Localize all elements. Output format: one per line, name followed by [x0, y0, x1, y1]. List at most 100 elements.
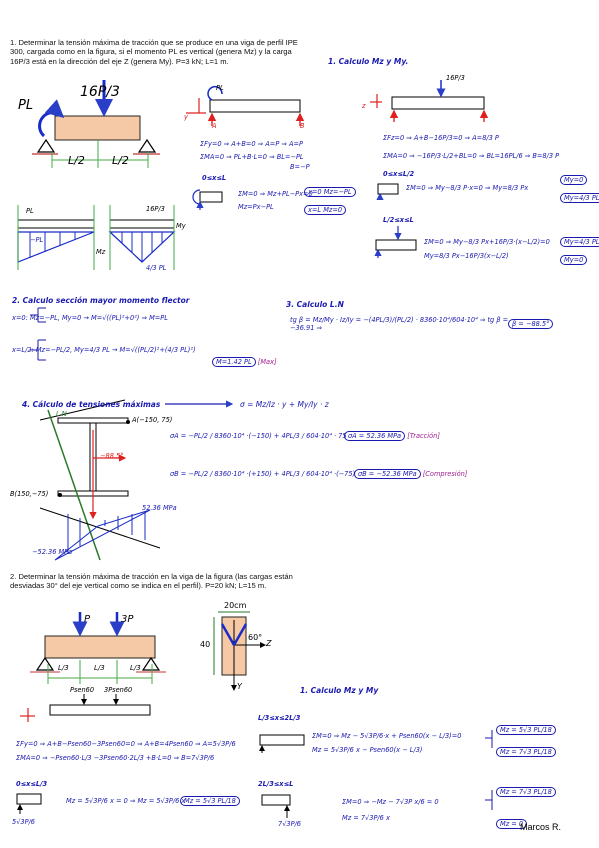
- p1-right-cut1: ΣM=0 ⇒ My−8/3 P·x=0 ⇒ My=8/3 Px: [406, 184, 529, 192]
- p2-eq-0: ΣFy=0 ⇒ A+B−Psen60−3Psen60=0 ⇒ A+B=4Psen…: [16, 740, 236, 748]
- p1-sigma-b-eq: σB = −PL/2 / 8360·10⁴ ·(+150) + 4PL/3 / …: [170, 470, 356, 478]
- p2-section-width: 20cm: [224, 601, 247, 610]
- p1-section-stress: [39, 399, 161, 561]
- p1-step4-general: σ = Mz/Iz · y + My/Iy · z: [240, 400, 329, 409]
- p2-res2-0: Mz = 5√3 PL/18: [496, 725, 556, 735]
- p2-cut3-1: Mz = 7√3P/6 x: [342, 814, 390, 822]
- p2-cut1: Mz = 5√3P/6 x = 0 ⇒ Mz = 5√3P/6 x: [66, 797, 186, 805]
- p2-span-0: L/3: [58, 664, 69, 672]
- p1-left-result-1: x=L Mz=0: [304, 205, 347, 215]
- p1-diagram-mz: [17, 205, 95, 270]
- p1-cut-right2: [374, 226, 417, 258]
- p2-axis-y: Y: [237, 682, 242, 691]
- p2-beam-figure: [30, 612, 166, 684]
- p1-step3-result: β = −88.5°: [508, 319, 554, 329]
- p1-right-cut2-1: My=8/3 Px−16P/3(x−L/2): [424, 252, 509, 260]
- p1-point-b: B(150,−75): [10, 490, 49, 498]
- p1-left-beam: [186, 85, 305, 126]
- p1-right-load: 16P/3: [446, 74, 465, 82]
- p1-sigma-a-result: σA = 52.36 MPa [Tracción]: [344, 431, 440, 441]
- p2-cut-sketches: [16, 730, 493, 818]
- p1-diag-left-label-0: PL: [26, 207, 34, 215]
- p1-step3-title: 3. Calculo L.N: [286, 300, 344, 309]
- p1-load-label: 16P/3: [80, 84, 120, 100]
- p1-sigma-a-eq: σA = −PL/2 / 8360·10⁴ ·(−150) + 4PL/3 / …: [170, 432, 347, 440]
- p1-step2-row-0: x=0: Mz=−PL, My=0 → M=√((PL)²+0²) ⇒ M=PL: [12, 314, 168, 322]
- p1-left-range: 0≤x≤L: [202, 174, 227, 182]
- p2-right-force: 7√3P/6: [278, 820, 301, 828]
- signature: Marcos R.: [520, 822, 562, 832]
- p1-left-load: PL: [216, 84, 224, 92]
- p1-stress-neg: −52.36 MPa: [32, 548, 73, 556]
- p1-sigma-b-result: σB = −52.36 MPa [Compresión]: [354, 469, 467, 479]
- p1-step2-title: 2. Calculo sección mayor momento flector: [12, 296, 190, 305]
- problem2-statement: 2. Determinar la tensión máxima de tracc…: [10, 572, 293, 591]
- p1-step3-eq: tg β = Mz/My · Iz/Iy = −(4PL/3)/(PL/2) ·…: [290, 316, 509, 332]
- p2-cross-section: [213, 611, 266, 691]
- p1-diag-left-label-2: Mz: [96, 248, 106, 256]
- p1-beam-figure: [32, 80, 160, 168]
- p1-left-eq-0: ΣFy=0 ⇒ A+B=0 ⇒ A=P ⇒ A=P: [200, 140, 304, 148]
- p2-span-1: L/3: [94, 664, 105, 672]
- p1-point-a: A(−150, 75): [132, 416, 173, 424]
- p1-diag-right-label-1: My: [176, 222, 186, 230]
- p1-right-result2-1: My=0: [560, 255, 588, 265]
- p1-span-right: L/2: [112, 154, 129, 167]
- problem1-statement: 1. Determinar la tensión máxima de tracc…: [10, 38, 298, 66]
- p1-moment-label: PL: [18, 98, 34, 113]
- p2-step1-title: 1. Calculo Mz y My: [300, 686, 379, 695]
- p2-load-beam: [20, 694, 151, 722]
- p1-right-eq-1: ΣMA=0 ⇒ −16P/3·L/2+BL=0 ⇒ BL=16PL/6 ⇒ B=…: [383, 152, 560, 160]
- p2-load-1: 3Psen60: [104, 686, 133, 694]
- p1-left-eq-1: ΣMA=0 ⇒ PL+B·L=0 ⇒ BL=−PL: [200, 153, 304, 161]
- p1-right-range2: L/2≤x≤L: [383, 216, 414, 224]
- p2-load-0: Psen60: [70, 686, 95, 694]
- p2-axis-z: Z: [266, 639, 272, 648]
- p1-angle: −88.5°: [100, 452, 124, 460]
- p1-axis-z: z: [362, 102, 366, 110]
- p1-stress-pos: 52.36 MPa: [142, 504, 177, 512]
- p1-support-a: A: [212, 122, 217, 130]
- p1-left-cut-1: Mz=Px−PL: [238, 203, 274, 211]
- p2-section-height: 40: [200, 640, 211, 649]
- p1-step2-result: M=1.42 PL [Max]: [212, 357, 277, 367]
- p1-right-result1-0: My=0: [560, 175, 588, 185]
- p2-cut3-0: ΣM=0 ⇒ −Mz − 7√3P x/6 = 0: [342, 798, 439, 806]
- p1-diagram-my: [108, 205, 176, 270]
- p1-right-eq-0: ΣFz=0 ⇒ A+B−16P/3=0 ⇒ A=8/3 P: [383, 134, 499, 142]
- p1-diag-right-label-0: 16P/3: [146, 205, 165, 213]
- p1-ln-label: L.N: [56, 410, 67, 418]
- p2-range3: 2L/3≤x≤L: [258, 780, 294, 788]
- p1-step2-row-1: x=L/2: Mz=−PL/2, My=4/3 PL → M=√((PL/2)²…: [12, 346, 196, 354]
- p1-diag-left-label-1: −PL: [30, 236, 44, 244]
- p1-axis-y: y: [184, 113, 188, 121]
- p1-diag-right-label-2: 4/3 PL: [146, 264, 167, 272]
- p1-step2-braces: [30, 307, 46, 361]
- p2-load2-label: 3P: [121, 614, 134, 625]
- p2-eq-1: ΣMA=0 ⇒ −Psen60·L/3 −3Psen60·2L/3 +B·L=0…: [16, 754, 215, 762]
- p2-res3-0: Mz = 7√3 PL/18: [496, 787, 556, 797]
- p1-right-cut2-0: ΣM=0 ⇒ My−8/3 Px+16P/3·(x−L/2)=0: [424, 238, 550, 246]
- p1-right-result1-1: My=4/3 PL: [560, 193, 599, 203]
- p2-res1: Mz = 5√3 PL/18: [180, 796, 240, 806]
- p2-load1-label: P: [84, 614, 91, 625]
- p1-left-eq-2: B=−P: [290, 163, 310, 171]
- p2-section-angle: 60°: [248, 633, 263, 642]
- p1-step4-title: 4. Cálculo de tensiones máximas: [22, 400, 161, 409]
- p2-res2-1: Mz = 7√3 PL/18: [496, 747, 556, 757]
- p2-res3-1: Mz = 0: [496, 819, 528, 829]
- p1-right-beam: [370, 80, 489, 122]
- p1-left-result-0: x=0 Mz=−PL: [304, 187, 356, 197]
- p1-left-cut-0: ΣM=0 ⇒ Mz+PL−Px=0: [238, 190, 313, 198]
- p1-cut-right1: [376, 183, 399, 200]
- p1-right-result2-0: My=4/3 PL: [560, 237, 599, 247]
- p2-cut2-0: ΣM=0 ⇒ Mz − 5√3P/6·x + Psen60(x − L/3)=0: [312, 732, 462, 740]
- p1-step1-title: 1. Calculo Mz y My.: [328, 57, 409, 66]
- p1-cut-left: [192, 189, 223, 210]
- p2-range1: 0≤x≤L/3: [16, 780, 48, 788]
- p1-right-range1: 0≤x≤L/2: [383, 170, 415, 178]
- p2-span-2: L/3: [130, 664, 141, 672]
- p2-cut2-1: Mz = 5√3P/6 x − Psen60(x − L/3): [312, 746, 423, 754]
- p2-left-force: 5√3P/6: [12, 818, 35, 826]
